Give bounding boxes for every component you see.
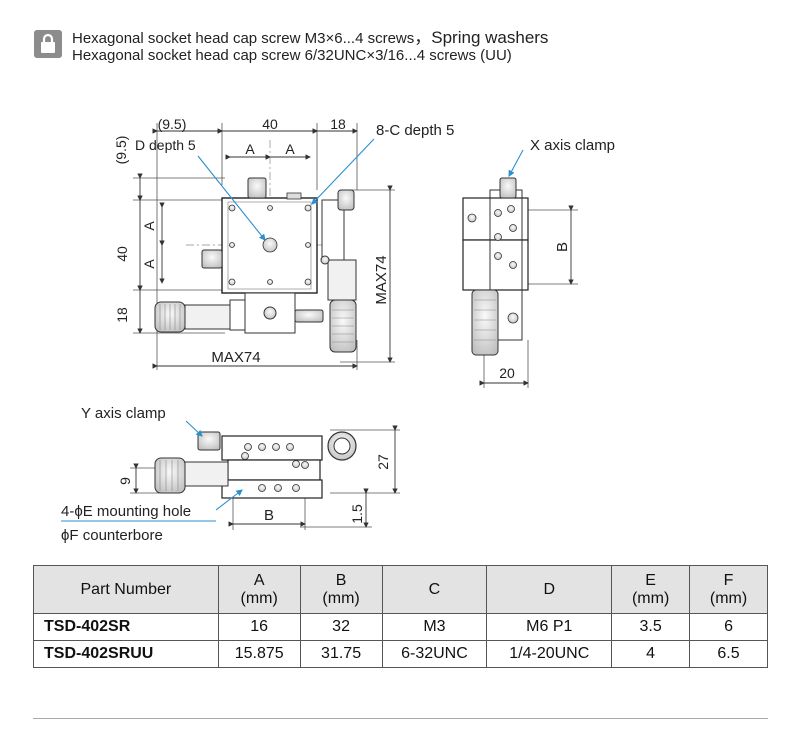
- cell-e: 3.5: [611, 613, 691, 641]
- side-view: X axis clamp B 20: [462, 137, 615, 388]
- dim-27-front: 27: [375, 454, 391, 470]
- header-f-label: F: [723, 571, 734, 589]
- lock-icon: [34, 30, 62, 58]
- dim-b-side: B: [554, 242, 571, 252]
- dim-9-5-top: (9.5): [158, 116, 187, 132]
- dim-40-left: 40: [114, 246, 130, 262]
- d-depth-label: D depth 5: [135, 137, 196, 153]
- cell-d: M6 P1: [486, 613, 613, 641]
- screw-note-2: Hexagonal socket head cap screw 6/32UNC×…: [72, 47, 512, 64]
- mounting-hole-label: 4-ϕE mounting hole: [61, 503, 191, 520]
- dim-a-left-1: A: [141, 221, 157, 231]
- dim-a-left-2: A: [141, 259, 157, 269]
- x-axis-clamp-label: X axis clamp: [530, 137, 615, 154]
- header-e: E(mm): [611, 565, 691, 614]
- header-c: C: [381, 565, 488, 614]
- dim-a-top-2: A: [285, 141, 295, 157]
- cell-d: 1/4-20UNC: [486, 640, 613, 668]
- max74-right: MAX74: [373, 255, 390, 304]
- y-axis-clamp-label: Y axis clamp: [81, 405, 166, 422]
- spec-table: Part Number A(mm) B(mm) C D E(mm) F(mm) …: [33, 565, 768, 668]
- cell-e: 4: [611, 640, 691, 668]
- dim-9-front: 9: [117, 477, 133, 485]
- cell-b: 31.75: [299, 640, 383, 668]
- dim-a-top-1: A: [245, 141, 255, 157]
- table-row: TSD-402SR 16 32 M3 M6 P1 3.5 6: [33, 613, 768, 641]
- counterbore-label: ϕF counterbore: [61, 527, 163, 544]
- cell-a: 16: [217, 613, 301, 641]
- dim-18-top: 18: [330, 116, 346, 132]
- dim-b-front: B: [264, 507, 274, 524]
- header-b-unit: (mm): [322, 589, 360, 607]
- cell-f: 6.5: [689, 640, 768, 668]
- dim-20-side: 20: [499, 365, 515, 381]
- front-view: Y axis clamp 27 9 1.5 B 4-ϕE mounting ho…: [61, 405, 400, 544]
- header-a-label: A: [253, 571, 265, 589]
- header-f-unit: (mm): [709, 589, 748, 607]
- screw-note-1: Hexagonal socket head cap screw M3×6...4…: [72, 29, 548, 47]
- screw-note-1-main: Hexagonal socket head cap screw M3×6...4…: [72, 30, 415, 47]
- header-e-label: E: [645, 571, 656, 589]
- dim-40-top: 40: [262, 116, 278, 132]
- header-part-number: Part Number: [33, 565, 219, 614]
- table-header-row: Part Number A(mm) B(mm) C D E(mm) F(mm): [33, 565, 768, 614]
- cell-c: M3: [381, 613, 488, 641]
- table-row: TSD-402SRUU 15.875 31.75 6-32UNC 1/4-20U…: [33, 640, 768, 668]
- cell-b: 32: [299, 613, 383, 641]
- max74-bottom: MAX74: [211, 349, 260, 366]
- top-view: (9.5) 40 18 (9.5) D depth 5 8-C depth 5 …: [113, 116, 454, 370]
- cell-f: 6: [689, 613, 768, 641]
- dim-9-5-side: (9.5): [113, 136, 129, 165]
- header-d: D: [486, 565, 613, 614]
- header-b: B(mm): [299, 565, 383, 614]
- cell-a: 15.875: [217, 640, 301, 668]
- cell-part: TSD-402SR: [33, 613, 219, 641]
- cell-part: TSD-402SRUU: [33, 640, 219, 668]
- header-a-unit: (mm): [240, 589, 278, 607]
- header-e-unit: (mm): [631, 589, 670, 607]
- bottom-divider: [33, 718, 768, 719]
- header-a: A(mm): [217, 565, 301, 614]
- dim-1-5-front: 1.5: [349, 504, 365, 524]
- c-depth-label: 8-C depth 5: [376, 122, 454, 139]
- dim-18-left: 18: [114, 307, 130, 323]
- technical-drawing: (9.5) 40 18 (9.5) D depth 5 8-C depth 5 …: [61, 116, 615, 544]
- screw-note-1-washers: ，Spring washers: [414, 28, 549, 47]
- cell-c: 6-32UNC: [381, 640, 488, 668]
- header-f: F(mm): [689, 565, 768, 614]
- header-b-label: B: [335, 571, 347, 589]
